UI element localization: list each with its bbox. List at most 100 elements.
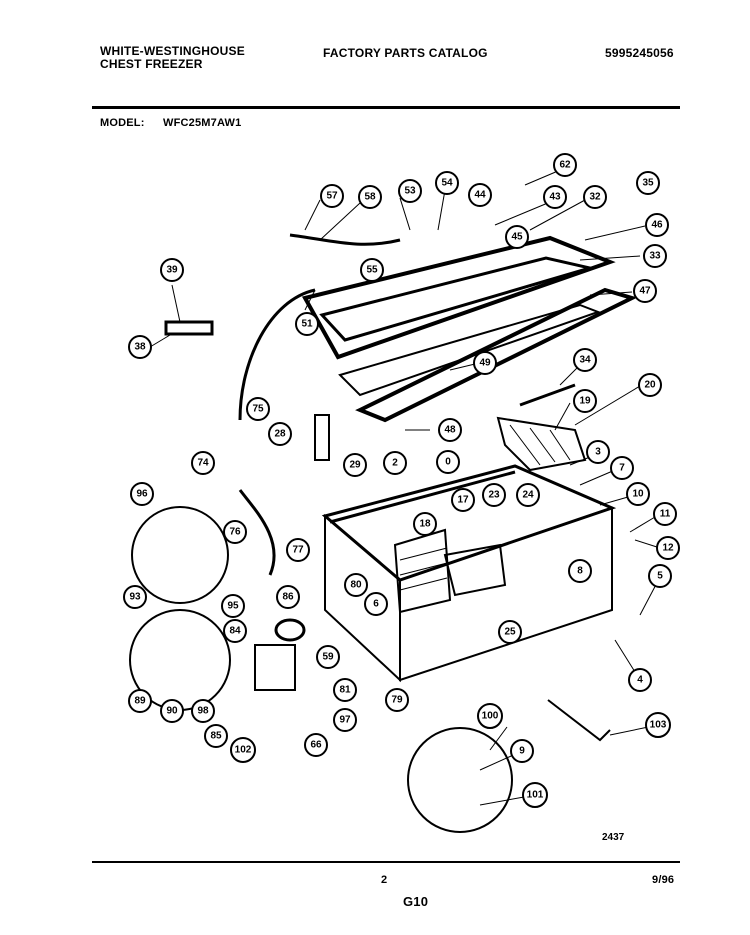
callout-96: 96 [130, 482, 154, 506]
callout-3: 3 [586, 440, 610, 464]
catalog-number: 5995245056 [605, 46, 674, 60]
callout-45: 45 [505, 225, 529, 249]
callout-34: 34 [573, 348, 597, 372]
callout-8-cabinet: 8 [568, 559, 592, 583]
part-29 [314, 414, 330, 461]
svg-text:55: 55 [366, 265, 378, 276]
detail-circle-96 [131, 506, 229, 604]
svg-text:35: 35 [642, 178, 654, 189]
catalog-title: FACTORY PARTS CATALOG [323, 46, 488, 60]
svg-text:25: 25 [504, 627, 516, 638]
callout-35: 35 [636, 171, 660, 195]
footer-rule [92, 861, 680, 863]
svg-text:8: 8 [577, 566, 583, 577]
callout-76: 76 [223, 520, 247, 544]
svg-text:39: 39 [166, 265, 178, 276]
callout-95-upper: 95 [221, 594, 245, 618]
svg-text:33: 33 [649, 251, 661, 262]
callout-23: 23 [482, 483, 506, 507]
callout-59: 59 [316, 645, 340, 669]
callout-102: 102 [230, 737, 256, 763]
svg-text:4: 4 [637, 675, 643, 686]
callout-85: 85 [204, 724, 228, 748]
callout-46: 46 [645, 213, 669, 237]
svg-text:2: 2 [392, 458, 398, 469]
svg-text:85: 85 [210, 731, 222, 742]
svg-text:62: 62 [559, 160, 571, 171]
svg-text:90: 90 [166, 706, 178, 717]
detail-circle-100 [407, 727, 513, 833]
callout-101: 101 [522, 782, 548, 808]
callout-81: 81 [333, 678, 357, 702]
callout-49: 49 [473, 351, 497, 375]
svg-text:86: 86 [282, 592, 294, 603]
svg-text:93: 93 [129, 592, 141, 603]
svg-text:66: 66 [310, 740, 322, 751]
svg-text:24: 24 [522, 490, 534, 501]
callout-11: 11 [653, 502, 677, 526]
callout-4: 4 [628, 668, 652, 692]
callout-5: 5 [648, 564, 672, 588]
callout-25: 25 [498, 620, 522, 644]
callout-17: 17 [451, 488, 475, 512]
header-rule [92, 106, 680, 109]
callout-38: 38 [128, 335, 152, 359]
wire-harness [238, 233, 401, 576]
svg-text:79: 79 [391, 695, 403, 706]
model-value: WFC25M7AW1 [163, 117, 242, 129]
callout-29: 29 [343, 453, 367, 477]
svg-text:98: 98 [197, 706, 209, 717]
drawing-number: 2437 [602, 832, 625, 843]
callout-84: 84 [223, 619, 247, 643]
svg-text:51: 51 [301, 319, 313, 330]
callout-80: 80 [344, 573, 368, 597]
svg-text:80: 80 [350, 580, 362, 591]
callout-51: 51 [295, 312, 319, 336]
callout-7: 7 [610, 456, 634, 480]
svg-text:34: 34 [579, 355, 591, 366]
callout-0: 0 [436, 450, 460, 474]
svg-text:53: 53 [404, 186, 416, 197]
svg-text:74: 74 [197, 458, 209, 469]
svg-text:84: 84 [229, 626, 241, 637]
svg-text:19: 19 [579, 396, 591, 407]
svg-text:100: 100 [482, 711, 499, 722]
callout-66: 66 [304, 733, 328, 757]
svg-text:29: 29 [349, 460, 361, 471]
svg-text:54: 54 [441, 178, 453, 189]
svg-text:5: 5 [657, 571, 663, 582]
callout-28: 28 [268, 422, 292, 446]
callout-86: 86 [276, 585, 300, 609]
svg-text:57: 57 [326, 191, 338, 202]
compressor [254, 618, 306, 691]
page-number: 2 [381, 874, 388, 886]
callout-57: 57 [320, 184, 344, 208]
svg-text:48: 48 [444, 425, 456, 436]
callout-48: 48 [438, 418, 462, 442]
svg-text:97: 97 [339, 715, 351, 726]
callout-6: 6 [364, 592, 388, 616]
callout-19: 19 [573, 389, 597, 413]
callout-20: 20 [638, 373, 662, 397]
svg-text:77: 77 [292, 545, 304, 556]
brand-line-1: WHITE-WESTINGHOUSE [100, 44, 245, 58]
svg-text:46: 46 [651, 220, 663, 231]
svg-text:11: 11 [660, 509, 671, 520]
callout-18: 18 [413, 512, 437, 536]
svg-text:49: 49 [479, 358, 491, 369]
callout-98: 98 [191, 699, 215, 723]
callout-53: 53 [398, 179, 422, 203]
callout-47: 47 [633, 279, 657, 303]
svg-text:32: 32 [589, 192, 601, 203]
svg-text:20: 20 [644, 380, 656, 391]
svg-text:3: 3 [595, 447, 601, 458]
svg-text:0: 0 [445, 457, 451, 468]
svg-text:17: 17 [457, 495, 469, 506]
callout-10: 10 [626, 482, 650, 506]
callout-74: 74 [191, 451, 215, 475]
svg-text:47: 47 [639, 286, 651, 297]
callout-39: 39 [160, 258, 184, 282]
callout-93: 93 [123, 585, 147, 609]
callout-62: 62 [553, 153, 577, 177]
